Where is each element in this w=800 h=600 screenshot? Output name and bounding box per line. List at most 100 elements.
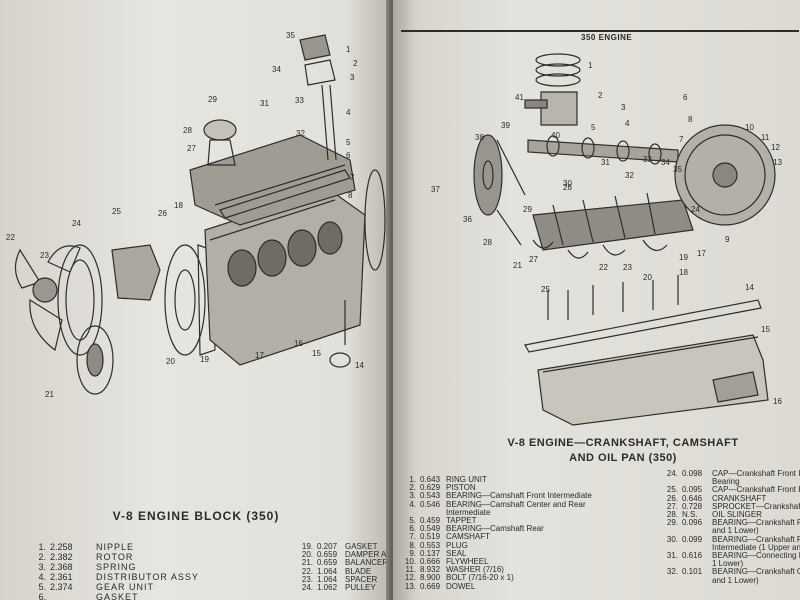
part-number: 4. [409,499,416,509]
svg-text:19: 19 [200,355,209,364]
parts-list-row: Intermediate [402,508,592,517]
svg-text:28: 28 [483,238,492,247]
svg-text:18: 18 [679,268,688,277]
part-number: 7. [409,532,416,542]
part-description: SPROCKET—Crankshaft [712,501,800,511]
part-number: 24. [666,469,678,478]
part-number: 23. [301,574,313,584]
part-number: 6. [38,592,46,600]
part-code: 0.519 [420,532,441,542]
part-code [50,592,96,600]
part-code: 1.064 [317,574,338,584]
svg-text:23: 23 [623,263,632,272]
parts-list: 24. 0.098 CAP—Crankshaft Front InterBearin… [660,469,800,585]
part-number: 13. [404,581,416,591]
svg-text:27: 27 [187,144,196,153]
part-description: BOLT (7/16-20 x 1) [446,573,514,583]
svg-text:37: 37 [431,185,440,194]
part-number: 9. [409,548,416,558]
part-description: Bearing [712,477,740,487]
part-number: 3. [38,562,46,572]
svg-text:25: 25 [541,285,550,294]
svg-text:29: 29 [208,95,217,104]
svg-text:1: 1 [588,61,593,70]
part-code: 0.646 [682,493,703,503]
part-code: 0.096 [682,518,703,528]
part-code: 0.728 [682,501,703,511]
part-number: 2. [409,483,416,493]
part-code: 0.659 [317,550,338,560]
part-description: BALANCER [345,558,389,568]
part-code: 1.062 [317,583,338,593]
part-code: 0.098 [682,469,703,478]
svg-text:3: 3 [621,103,626,112]
svg-text:2: 2 [598,91,603,100]
part-code: 2.368 [50,562,73,572]
svg-text:18: 18 [174,201,183,210]
part-number: 25. [666,485,678,495]
svg-text:16: 16 [294,339,303,348]
part-number: 26. [666,493,678,503]
parts-list-row: 24. 0.098 CAP—Crankshaft Front Inter [660,469,800,478]
parts-list-row: 24. 1.062 PULLEY [297,583,392,593]
part-code [682,577,712,585]
part-description: Intermediate (1 Upper and [712,542,800,552]
part-description: BEARING—Crankshaft Ce [712,567,800,577]
part-description: BEARING—Camshaft Center and Rear [446,499,586,509]
part-description: SPRING [96,562,137,572]
diagram-title-line2: AND OIL PAN (350) [569,452,677,464]
svg-text:41: 41 [515,93,524,102]
part-description: WASHER (7/16) [446,565,504,575]
svg-text:14: 14 [745,283,754,292]
svg-text:5: 5 [591,123,596,132]
part-number: 20. [301,550,313,560]
part-description: DOWEL [446,581,476,591]
part-description: GASKET [96,592,139,600]
part-number: 6. [409,524,416,534]
part-code: 2.382 [50,552,73,562]
part-code: 0.101 [682,567,703,577]
part-description: PULLEY [345,583,376,593]
part-number: 24. [301,583,313,593]
svg-text:35: 35 [286,31,295,40]
part-number: 3. [409,491,416,501]
part-description: BEARING—Crankshaft Fr [712,518,800,528]
part-description: TAPPET [446,516,477,526]
svg-text:14: 14 [355,361,364,370]
svg-text:29: 29 [523,205,532,214]
part-description: and 1 Lower) [712,575,759,585]
part-description: and 1 Lower) [712,526,759,536]
part-description: CAP—Crankshaft Front Bea [712,485,800,495]
svg-text:7: 7 [679,135,684,144]
part-number: 8. [409,540,416,550]
part-description: ROTOR [96,552,134,562]
right-page: 350 ENGINE [393,0,800,600]
parts-list-row: 28.N.S.OIL SLINGER [660,510,800,519]
part-description: CAP—Crankshaft Front Inter [712,469,800,478]
part-number: 12. [404,573,416,583]
svg-text:36: 36 [463,215,472,224]
part-description: FLYWHEEL [446,557,489,567]
svg-text:33: 33 [295,96,304,105]
svg-text:26: 26 [563,183,572,192]
parts-list-row: and 1 Lower) [660,575,800,585]
svg-text:22: 22 [599,263,608,272]
part-description: GASKET [345,542,378,551]
